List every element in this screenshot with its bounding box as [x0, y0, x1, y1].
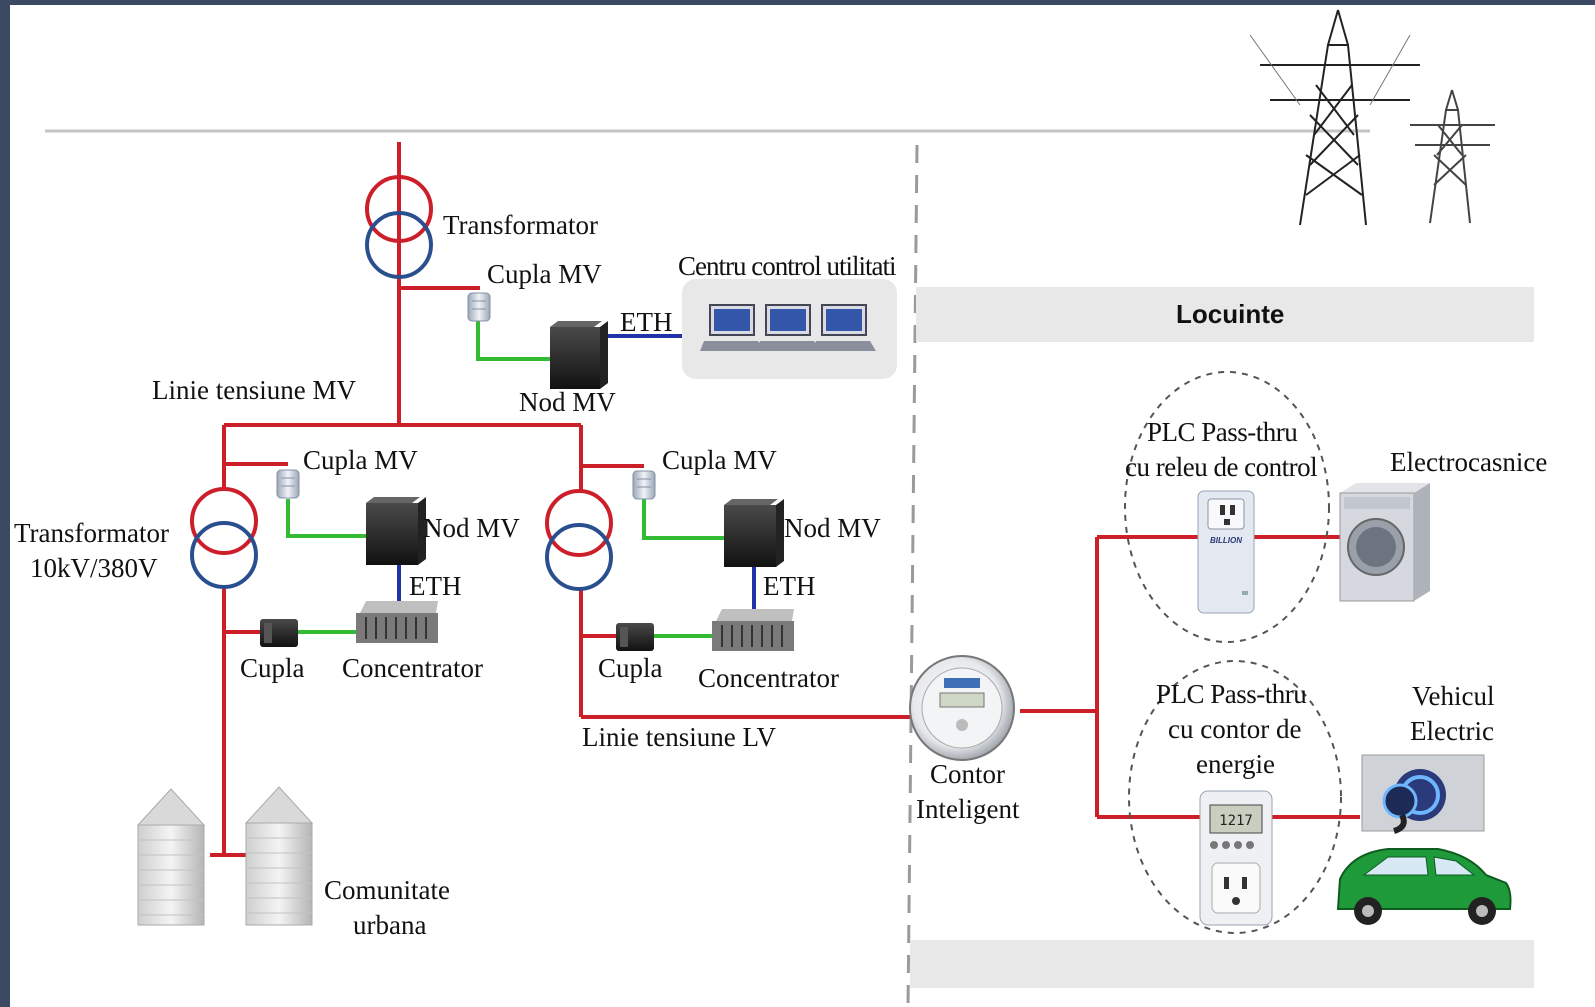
transmission-tower-icon	[1249, 9, 1420, 226]
node-mv-top-label: Nod MV	[519, 387, 616, 417]
plc-relay-device-icon: BILLION	[1197, 490, 1255, 614]
plc-energy-meter-icon: 1217	[1199, 790, 1273, 926]
node-mv-left-label: Nod MV	[423, 513, 520, 543]
coupler-icon	[616, 623, 654, 651]
transformer-icon-top	[365, 175, 433, 279]
plc-relay-label-2: cu releu de control	[1125, 452, 1318, 482]
coupler-mv-right-label: Cupla MV	[662, 445, 777, 475]
smart-meter-label-2: Inteligent	[916, 794, 1020, 824]
transformer-top-label: Transformator	[443, 210, 598, 240]
urban-community-label: Comunitate	[324, 875, 450, 905]
car-icon	[1336, 848, 1512, 925]
plc-meter-label-3: energie	[1196, 749, 1275, 779]
transformer-left-label: Transformator	[14, 518, 169, 548]
computer-icon	[756, 304, 820, 351]
plc-meter-label-2: cu contor de	[1168, 714, 1302, 744]
urban-community-label-2: urbana	[353, 910, 427, 940]
plc-meter-label: PLC Pass-thru	[1156, 679, 1307, 709]
mv-node-icon	[724, 499, 784, 567]
computer-icon	[812, 304, 876, 351]
mv-line-label: Linie tensiune MV	[152, 375, 356, 405]
control-center-label: Centru control utilitati	[678, 251, 896, 281]
plc-meter-ellipse	[1128, 660, 1342, 934]
ev-label: Vehicul	[1412, 681, 1495, 711]
network-separator	[906, 144, 919, 1007]
plc-relay-label: PLC Pass-thru	[1147, 417, 1298, 447]
mv-power-lines	[222, 142, 644, 491]
coupler-icon	[467, 292, 491, 322]
coupler-icon	[260, 619, 298, 647]
mv-node-icon	[366, 497, 426, 565]
lv-line-label: Linie tensiune LV	[582, 722, 776, 752]
eth-left-label: ETH	[409, 571, 462, 601]
smart-meter-label: Contor	[930, 759, 1006, 789]
concentrator-icon	[712, 609, 794, 651]
building-icon	[136, 788, 206, 926]
mv-node-icon	[550, 321, 608, 389]
node-mv-right-label: Nod MV	[784, 513, 881, 543]
coupler-mv-top-label: Cupla MV	[487, 259, 602, 289]
coupler-icon	[632, 470, 656, 500]
ev-charging-port-icon	[1361, 754, 1485, 834]
relay-brand-text: BILLION	[1210, 536, 1242, 545]
plc-relay-ellipse	[1124, 371, 1330, 643]
diagram-graphics: BILLION 1217	[45, 9, 1534, 1007]
transformer-left-rating: 10kV/380V	[30, 553, 158, 583]
transformer-icon-right	[545, 489, 613, 591]
bottom-band	[910, 940, 1534, 988]
concentrator-left-label: Concentrator	[342, 653, 483, 683]
eth-right-label: ETH	[763, 571, 816, 601]
meter-display-text: 1217	[1219, 813, 1253, 829]
concentrator-right-label: Concentrator	[698, 663, 839, 693]
homes-band	[916, 287, 1534, 342]
coupler-mv-left-label: Cupla MV	[303, 445, 418, 475]
coupler-left-label: Cupla	[240, 653, 305, 683]
ev-label-2: Electric	[1410, 716, 1494, 746]
diagram-canvas: BILLION 1217 Transfo	[10, 5, 1595, 1007]
transmission-tower-icon	[1410, 89, 1495, 224]
concentrator-icon	[356, 601, 438, 643]
building-icon	[244, 786, 314, 926]
lv-power-lines	[210, 535, 1360, 857]
eth-top-label: ETH	[620, 307, 673, 337]
computer-icon	[700, 304, 764, 351]
coupler-icon	[276, 469, 300, 499]
homes-label: Locuinte	[1176, 299, 1285, 329]
appliances-label: Electrocasnice	[1390, 447, 1548, 477]
coupler-right-label: Cupla	[598, 653, 663, 683]
transformer-icon-left	[190, 487, 258, 589]
coupler-links	[286, 321, 724, 638]
washing-machine-icon	[1339, 483, 1430, 602]
smart-meter-icon	[909, 655, 1015, 761]
eth-links	[397, 334, 756, 611]
